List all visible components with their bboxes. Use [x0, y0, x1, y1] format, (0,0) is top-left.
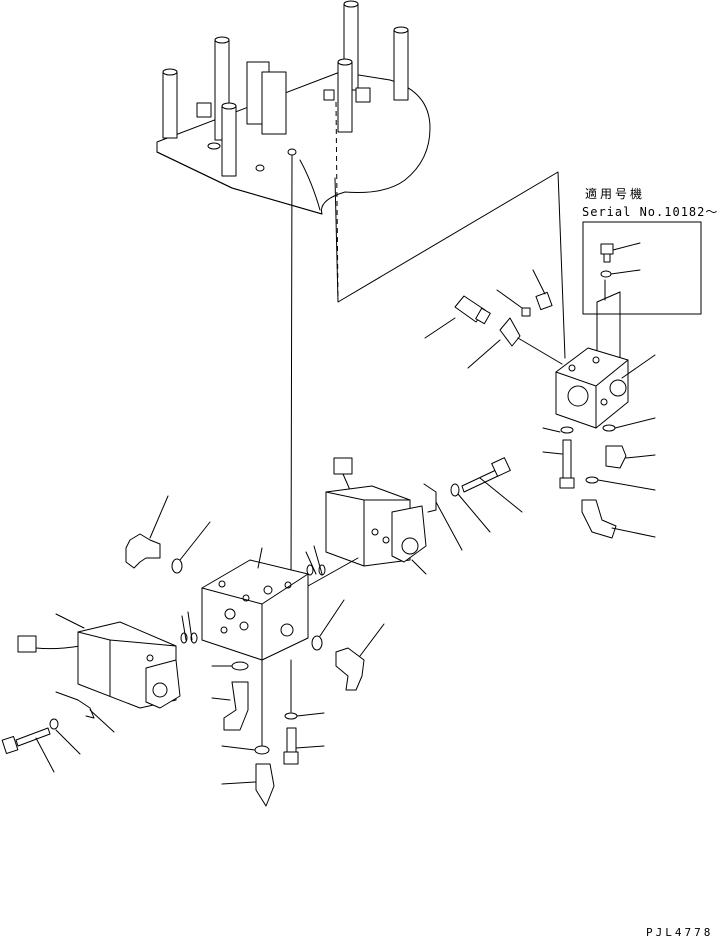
upper-solenoid-valve: [325, 457, 463, 575]
elbow-fitting-right: [335, 623, 385, 691]
long-bolt: [450, 457, 523, 533]
lower-fittings: [211, 659, 325, 807]
elbow-fitting-left: [125, 495, 211, 574]
hidden-line: [335, 101, 339, 301]
serial-number-label: Serial No.10182～: [582, 205, 719, 219]
orings-cluster: [180, 545, 345, 651]
applicable-serial-heading: 適用号機: [585, 187, 646, 201]
right-valve-block: [555, 347, 656, 429]
right-bolts: [542, 417, 656, 539]
drawing-code: PJL4778: [646, 926, 714, 939]
mounting-bracket: [156, 0, 431, 215]
sensor-fitting: [424, 269, 563, 369]
lower-solenoid-valve: [17, 613, 181, 733]
lower-bolt: [1, 718, 81, 773]
bracket-leader: [334, 171, 566, 359]
main-manifold-block: [201, 547, 359, 661]
